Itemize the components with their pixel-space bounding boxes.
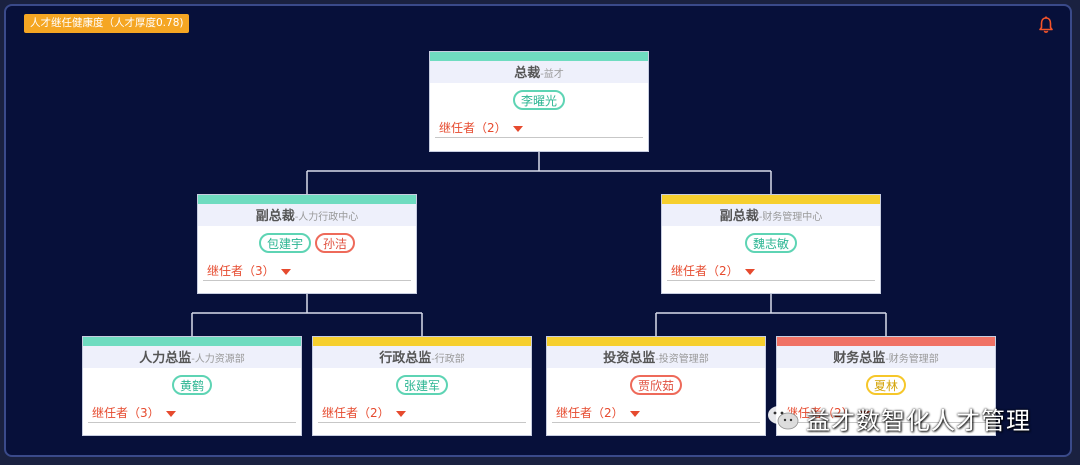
incumbent-list: 张建军 — [313, 375, 531, 399]
department-label: -行政部 — [431, 354, 465, 365]
risk-color-bar — [662, 195, 880, 204]
incumbent-name-pill[interactable]: 贾欣茹 — [629, 375, 682, 395]
wechat-icon — [768, 406, 799, 430]
risk-color-bar — [547, 337, 765, 346]
position-title: 财务总监 — [833, 351, 886, 366]
risk-color-bar — [430, 52, 648, 61]
position-header: 副总裁-财务管理中心 — [662, 204, 880, 226]
incumbent-list: 贾欣茹 — [547, 375, 765, 399]
incumbent-list: 包建宇孙洁 — [198, 233, 416, 257]
position-header: 财务总监-财务管理部 — [777, 346, 995, 368]
successor-label: 继任者（2） — [671, 264, 739, 278]
incumbent-name-pill[interactable]: 张建军 — [395, 375, 448, 395]
position-title: 投资总监 — [603, 351, 656, 366]
incumbent-name-pill[interactable]: 黄鹤 — [171, 375, 212, 395]
position-card-ceo[interactable]: 总裁-益才 李曜光 继任者（2） — [429, 51, 649, 152]
position-header: 行政总监-行政部 — [313, 346, 531, 368]
successor-label: 继任者（2） — [322, 406, 390, 420]
risk-color-bar — [313, 337, 531, 346]
position-header: 副总裁-人力行政中心 — [198, 204, 416, 226]
position-card-vp-hr[interactable]: 副总裁-人力行政中心 包建宇孙洁 继任者（3） — [197, 194, 417, 294]
position-card-admin-director[interactable]: 行政总监-行政部 张建军 继任者（2） — [312, 336, 532, 436]
department-label: -人力行政中心 — [294, 212, 359, 223]
incumbent-list: 魏志敏 — [662, 233, 880, 257]
successor-dropdown[interactable]: 继任者（2） — [667, 262, 875, 281]
incumbent-name-pill[interactable]: 李曜光 — [512, 90, 565, 110]
position-card-hr-director[interactable]: 人力总监-人力资源部 黄鹤 继任者（3） — [82, 336, 302, 436]
risk-color-bar — [198, 195, 416, 204]
position-card-investment-director[interactable]: 投资总监-投资管理部 贾欣茹 继任者（2） — [546, 336, 766, 436]
caret-down-icon[interactable] — [629, 410, 640, 417]
successor-dropdown[interactable]: 继任者（2） — [318, 404, 526, 423]
caret-down-icon[interactable] — [744, 268, 755, 275]
position-title: 人力总监 — [139, 351, 192, 366]
caret-down-icon[interactable] — [165, 410, 176, 417]
position-header: 人力总监-人力资源部 — [83, 346, 301, 368]
successor-dropdown[interactable]: 继任者（2） — [782, 404, 990, 423]
position-title: 副总裁 — [255, 209, 295, 224]
successor-label: 继任者（3） — [92, 406, 160, 420]
position-title: 总裁 — [514, 66, 541, 81]
incumbent-list: 夏林 — [777, 375, 995, 399]
department-label: -益才 — [540, 69, 564, 80]
department-label: -人力资源部 — [191, 354, 245, 365]
successor-label: 继任者（2） — [439, 121, 507, 135]
incumbent-name-pill[interactable]: 夏林 — [865, 375, 906, 395]
incumbent-list: 李曜光 — [430, 90, 648, 114]
successor-dropdown[interactable]: 继任者（2） — [435, 119, 643, 138]
incumbent-list: 黄鹤 — [83, 375, 301, 399]
risk-color-bar — [777, 337, 995, 346]
watermark: 益才数智化人才管理 — [766, 398, 1031, 438]
position-card-finance-director[interactable]: 财务总监-财务管理部 夏林 继任者（2） — [776, 336, 996, 436]
position-title: 副总裁 — [719, 209, 759, 224]
department-label: -财务管理部 — [885, 354, 939, 365]
position-header: 投资总监-投资管理部 — [547, 346, 765, 368]
successor-label: 继任者（2） — [786, 406, 854, 420]
successor-dropdown[interactable]: 继任者（2） — [552, 404, 760, 423]
successor-dropdown[interactable]: 继任者（3） — [203, 262, 411, 281]
caret-down-icon[interactable] — [859, 410, 870, 417]
successor-label: 继任者（2） — [556, 406, 624, 420]
watermark-text: 益才数智化人才管理 — [806, 406, 1031, 435]
department-label: -投资管理部 — [655, 354, 709, 365]
risk-color-bar — [83, 337, 301, 346]
caret-down-icon[interactable] — [512, 125, 523, 132]
bell-icon[interactable] — [1038, 16, 1054, 34]
position-title: 行政总监 — [379, 351, 432, 366]
successor-label: 继任者（3） — [207, 264, 275, 278]
successor-dropdown[interactable]: 继任者（3） — [88, 404, 296, 423]
incumbent-name-pill[interactable]: 包建宇 — [258, 233, 311, 253]
caret-down-icon[interactable] — [280, 268, 291, 275]
department-label: -财务管理中心 — [758, 212, 823, 223]
caret-down-icon[interactable] — [395, 410, 406, 417]
incumbent-name-pill[interactable]: 魏志敏 — [744, 233, 797, 253]
position-header: 总裁-益才 — [430, 61, 648, 83]
talent-health-badge: 人才继任健康度（人才厚度0.78) — [24, 14, 190, 33]
incumbent-name-pill[interactable]: 孙洁 — [315, 233, 356, 253]
position-card-vp-finance[interactable]: 副总裁-财务管理中心 魏志敏 继任者（2） — [661, 194, 881, 294]
